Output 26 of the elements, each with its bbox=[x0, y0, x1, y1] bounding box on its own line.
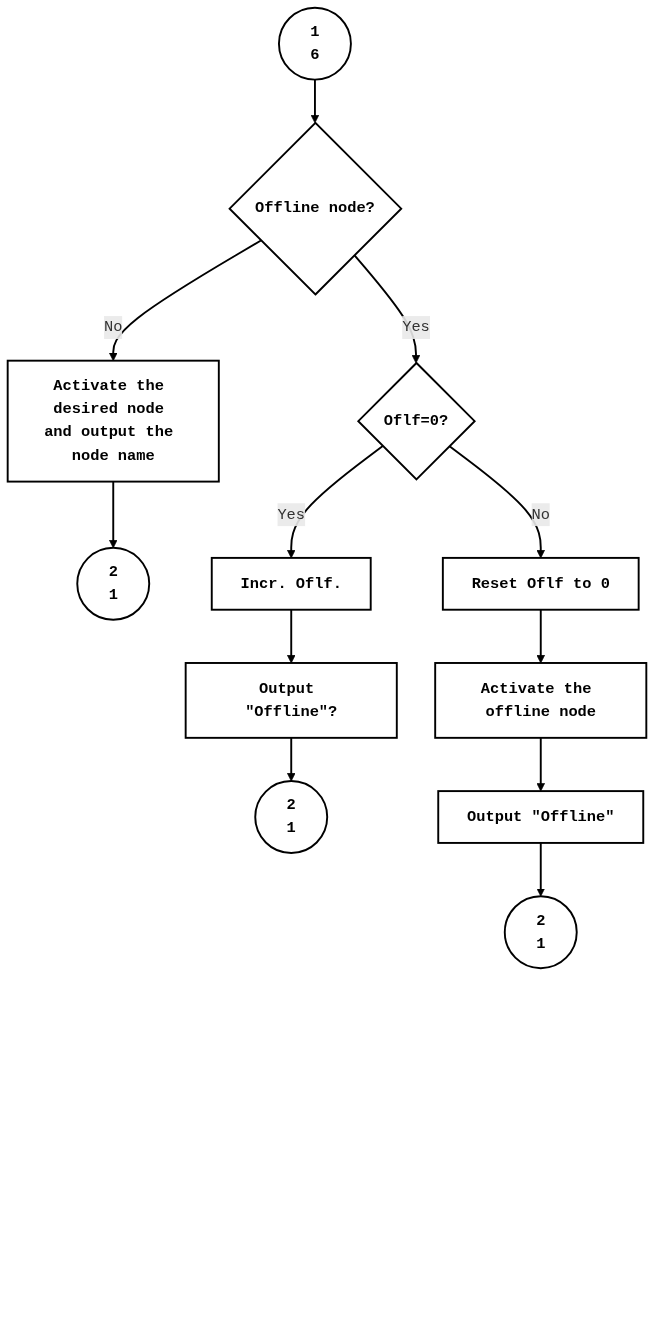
node-circle: 2 1 bbox=[254, 780, 329, 854]
arrow bbox=[448, 445, 545, 559]
edge-label: No bbox=[531, 506, 550, 524]
arrow bbox=[536, 608, 545, 664]
node-box: Output "Offline"? bbox=[184, 662, 398, 739]
node-box: Activate the desired node and output the node name bbox=[6, 359, 220, 483]
edge-label: Yes bbox=[277, 506, 306, 524]
edge-label: Yes bbox=[402, 318, 430, 337]
node-box: Reset Oflf to 0 bbox=[441, 556, 640, 611]
arrow bbox=[536, 736, 545, 792]
node-circle: 2 1 bbox=[503, 895, 578, 970]
node-box: Incr. Oflf. bbox=[210, 556, 372, 611]
node-box: Activate the offline node bbox=[434, 662, 648, 739]
arrow bbox=[287, 608, 296, 664]
arrow bbox=[536, 841, 545, 897]
edge-label: No bbox=[104, 318, 123, 337]
node-circle: 1 6 bbox=[278, 6, 352, 81]
node-circle: 2 1 bbox=[76, 546, 151, 621]
arrow bbox=[287, 736, 296, 782]
arrow bbox=[310, 78, 320, 124]
arrow bbox=[109, 480, 118, 549]
node-box: Output "Offline" bbox=[437, 790, 645, 844]
arrow bbox=[287, 445, 384, 559]
node-diamond: Oflf=0? bbox=[356, 361, 476, 481]
arrow bbox=[109, 239, 262, 362]
node-diamond: Offline node? bbox=[228, 121, 403, 296]
